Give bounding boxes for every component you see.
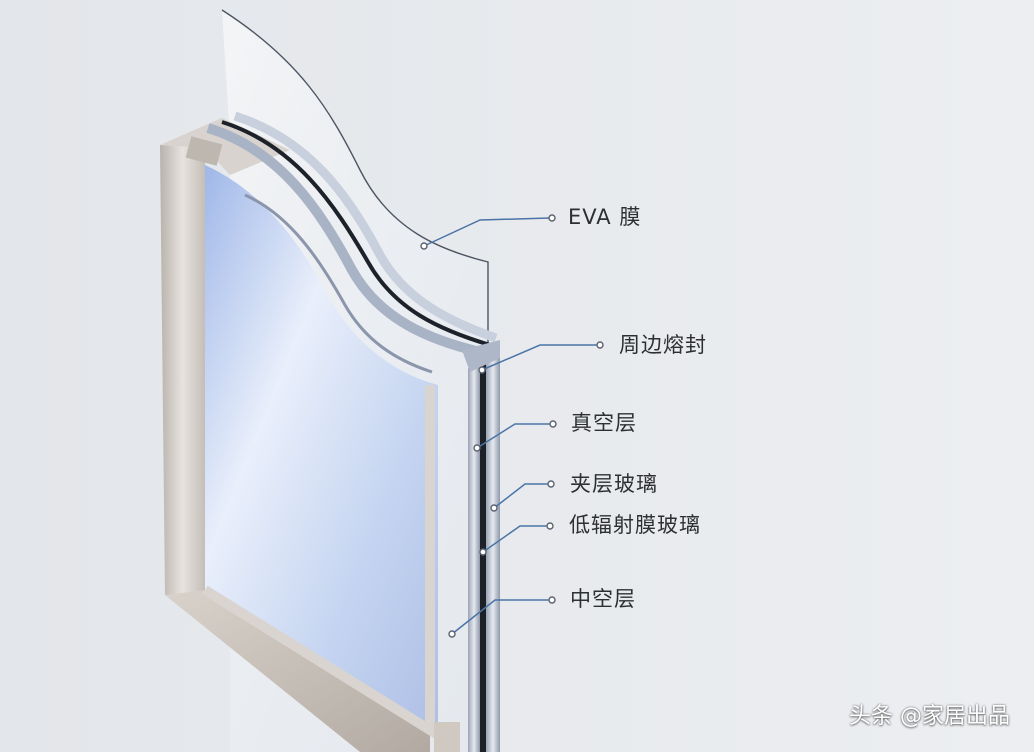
leader-eva-film [423, 217, 551, 247]
glass-layer-3 [233, 111, 498, 343]
dot-laminated-start [490, 504, 498, 512]
dot-edge-seal-end [596, 341, 604, 349]
edge-seal-cap [462, 340, 500, 372]
dot-vacuum-start [473, 444, 481, 452]
watermark: 头条 @家居出品 [849, 704, 1010, 729]
dot-low-e-start [479, 548, 487, 556]
dot-eva-film-start [420, 242, 428, 250]
dot-edge-seal-start [478, 366, 486, 374]
label-edge-seal: 周边熔封 [619, 333, 707, 357]
glass-layer-inner-curve [244, 193, 433, 374]
outer-sheet-edge [221, 9, 489, 360]
label-hollow-layer: 中空层 [570, 587, 636, 611]
inner-glass-pane [205, 165, 438, 735]
dot-hollow-start [448, 630, 456, 638]
label-laminated-glass: 夹层玻璃 [570, 472, 658, 496]
bottom-spacer [434, 722, 460, 752]
edge-inner-plate [486, 354, 500, 752]
edge-outer-plate [468, 362, 480, 752]
dot-laminated-end [547, 480, 555, 488]
frame-top-spacer [185, 136, 223, 166]
frame-bottom [165, 590, 430, 752]
dot-low-e-end [546, 522, 554, 530]
callout-dots [420, 214, 604, 638]
glass-layer-1 [206, 123, 482, 357]
leader-vacuum-layer [476, 423, 552, 449]
leader-laminated-glass [493, 483, 550, 509]
callout-lines [423, 217, 598, 635]
leader-edge-seal [481, 344, 598, 371]
edge-vacuum-gap [480, 360, 486, 752]
glass-layer-2 [221, 120, 491, 347]
dot-hollow-end [548, 596, 556, 604]
dot-eva-film-end [548, 214, 556, 222]
leader-hollow-layer [451, 599, 551, 635]
label-vacuum-layer: 真空层 [571, 411, 637, 435]
leader-low-e-glass [482, 525, 549, 553]
frame-left [160, 145, 205, 600]
frame-top [160, 118, 290, 175]
label-eva-film: EVA 膜 [568, 205, 642, 229]
dot-vacuum-end [549, 420, 557, 428]
inner-frame-edge [202, 385, 435, 739]
label-low-e-glass: 低辐射膜玻璃 [569, 513, 701, 537]
